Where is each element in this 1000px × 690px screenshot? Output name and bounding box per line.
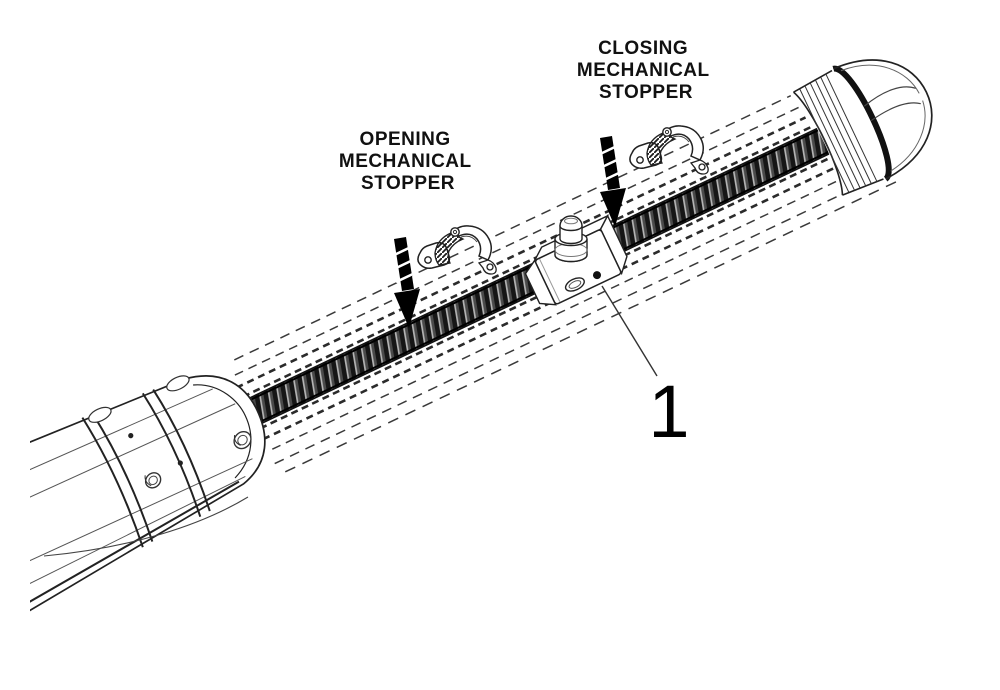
opening-stopper-label: OPENING MECHANICAL STOPPER bbox=[339, 129, 477, 194]
motor-screw-dot bbox=[177, 460, 183, 466]
drive-carriage bbox=[524, 214, 628, 306]
motor-seam-notch bbox=[88, 406, 112, 423]
carriage-reference-dot bbox=[593, 271, 602, 280]
end-cap-dome bbox=[833, 59, 933, 180]
motor-screw-dot bbox=[128, 433, 134, 439]
closing-label-line1: CLOSING bbox=[598, 38, 688, 59]
motor-band-front bbox=[81, 417, 144, 548]
motor-band-rear bbox=[141, 392, 202, 517]
closing-stopper-clamp bbox=[629, 125, 709, 175]
drawing-root: 1 CLOSING MECHANICAL STOPPER OPENING MEC… bbox=[30, 38, 933, 625]
opening-label-line1: OPENING bbox=[360, 129, 451, 150]
closing-stopper-label: CLOSING MECHANICAL STOPPER bbox=[577, 38, 715, 103]
end-cap-band bbox=[832, 65, 892, 182]
opening-label-line3: STOPPER bbox=[361, 173, 455, 194]
opening-label-line2: MECHANICAL bbox=[339, 151, 472, 172]
closing-stopper-arrow bbox=[596, 134, 628, 229]
callout-leader-line bbox=[601, 285, 658, 377]
closing-label-line3: STOPPER bbox=[599, 82, 693, 103]
motor-teardrop-hole bbox=[233, 430, 252, 450]
carriage-pin bbox=[554, 215, 588, 263]
end-cap bbox=[793, 59, 933, 196]
closing-label-line2: MECHANICAL bbox=[577, 60, 710, 81]
motor-seam-notch bbox=[166, 375, 190, 392]
callout-1-label: 1 bbox=[648, 370, 689, 453]
motor-body bbox=[30, 375, 266, 625]
end-cap-ribs bbox=[799, 73, 878, 193]
motor-teardrop-hole bbox=[144, 472, 162, 489]
motor-cable-seam bbox=[43, 496, 249, 557]
opening-stopper-clamp bbox=[417, 225, 497, 275]
